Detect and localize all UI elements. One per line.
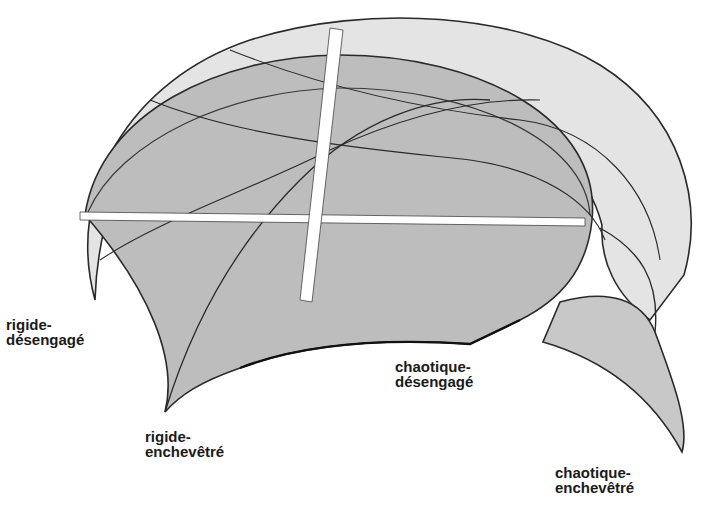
fold-line	[230, 50, 660, 260]
main-sheet	[85, 55, 593, 412]
region-label: chaotique- désengagé	[393, 358, 475, 390]
region-label: rigide- désengagé	[4, 316, 86, 348]
axis-bar	[80, 212, 585, 226]
right-lobe	[543, 296, 684, 452]
region-label: rigide- enchevêtré	[143, 428, 226, 460]
axis-bar	[300, 28, 343, 302]
region-label: chaotique- enchevêtré	[553, 464, 636, 496]
right-fold	[600, 228, 656, 332]
bottom-edge	[240, 320, 520, 368]
top-sheet	[88, 88, 590, 215]
